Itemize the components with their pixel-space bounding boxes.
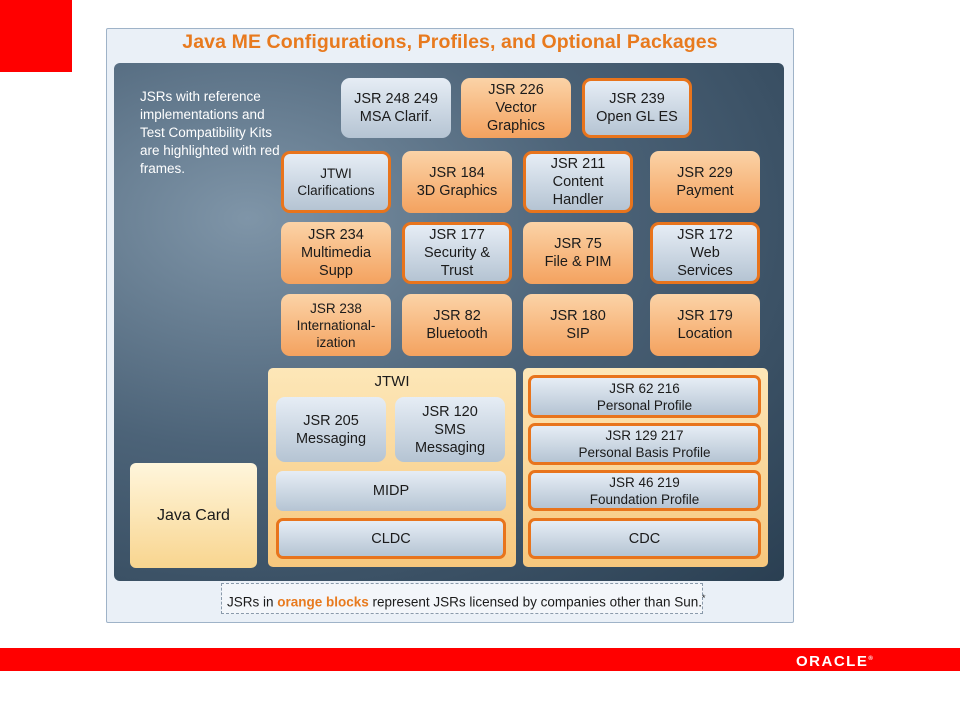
bottom-red-bar: [0, 648, 960, 671]
orange-blocks-note: JSRs in orange blocks represent JSRs lic…: [221, 583, 706, 614]
jsr-box: JSR 82 Bluetooth: [402, 294, 512, 356]
jsr-box: JSR 229 Payment: [650, 151, 760, 213]
personal-basis-profile-box: JSR 129 217 Personal Basis Profile: [528, 423, 761, 465]
jsr-box: JSR 248 249 MSA Clarif.: [341, 78, 451, 138]
personal-profile-box: JSR 62 216 Personal Profile: [528, 375, 761, 418]
jsr-box: JSR 177 Security & Trust: [402, 222, 512, 284]
java-card-box: Java Card: [130, 463, 257, 568]
orange-blocks-highlight: orange blocks: [277, 594, 369, 610]
diagram-title: Java ME Configurations, Profiles, and Op…: [182, 31, 718, 53]
legend-note: JSRs with reference implementations and …: [140, 89, 280, 176]
jsr-box: JSR 211 Content Handler: [523, 151, 633, 213]
jsr-box: JSR 238 International- ization: [281, 294, 391, 356]
midp-box: MIDP: [276, 471, 506, 511]
cdc-box: CDC: [528, 518, 761, 559]
oracle-logo: ORACLE®: [796, 653, 873, 670]
foundation-profile-box: JSR 46 219 Foundation Profile: [528, 470, 761, 511]
jsr-120-box: JSR 120 SMS Messaging: [395, 397, 505, 462]
jsr-box: JTWI Clarifications: [281, 151, 391, 213]
jsr-box: JSR 172 Web Services: [650, 222, 760, 284]
jsr-box: JSR 180 SIP: [523, 294, 633, 356]
jsr-box: JSR 226 Vector Graphics: [461, 78, 571, 138]
jsr-box: JSR 75 File & PIM: [523, 222, 633, 284]
jsr-box: JSR 234 Multimedia Supp: [281, 222, 391, 284]
cldc-box: CLDC: [276, 518, 506, 559]
jsr-box: JSR 184 3D Graphics: [402, 151, 512, 213]
jsr-box: JSR 239 Open GL ES: [582, 78, 692, 138]
jsr-box: JSR 179 Location: [650, 294, 760, 356]
jtwi-label: JTWI: [374, 373, 410, 390]
jsr-205-box: JSR 205 Messaging: [276, 397, 386, 462]
red-corner-block: [0, 0, 72, 72]
